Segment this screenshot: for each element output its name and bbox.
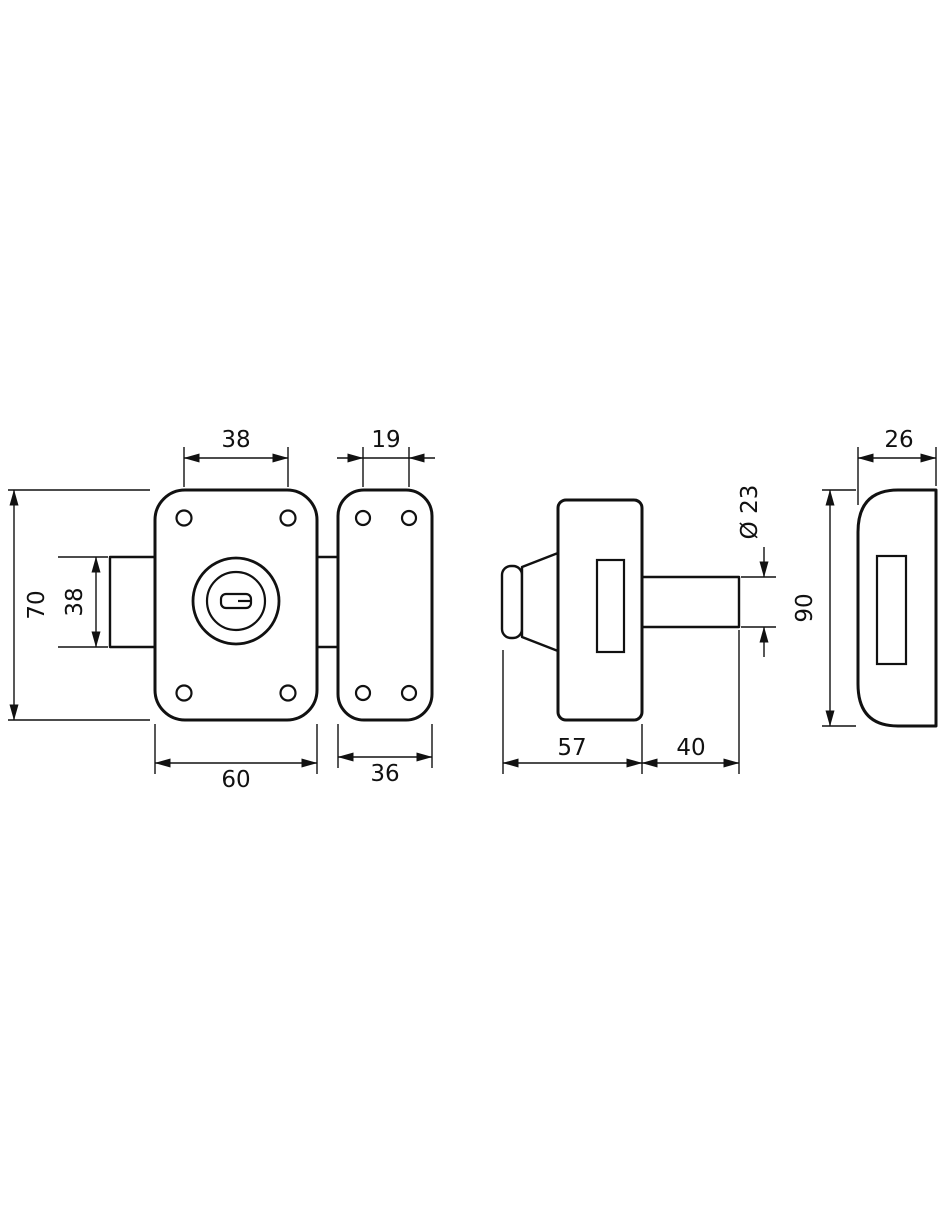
dim-side-body-depth: 57 (502, 650, 643, 774)
screw-hole (354, 684, 372, 702)
dim-profile-height: 90 (792, 489, 856, 727)
screw-hole (175, 684, 193, 702)
screw-hole (400, 684, 418, 702)
dim-label-bolt-height: 38 (62, 587, 88, 616)
dim-profile-thickness: 26 (857, 427, 937, 505)
dim-cylinder-length: 40 (641, 630, 740, 774)
strike-plate-outline (336, 488, 434, 722)
screw-hole (175, 509, 193, 527)
screw-hole (279, 684, 297, 702)
side-view (500, 498, 741, 722)
dim-strike-hole-spacing: 19 (337, 427, 435, 487)
profile-view (856, 488, 938, 728)
dim-strike-width: 36 (337, 724, 433, 787)
dim-label-cylinder-length: 40 (676, 735, 705, 761)
knob-taper (520, 551, 560, 653)
knob-cap (500, 564, 524, 640)
dim-label-profile-thickness: 26 (884, 427, 913, 453)
strike-plate-view (336, 488, 434, 722)
bolt-connector (313, 555, 342, 649)
dim-label-side-body-depth: 57 (557, 735, 586, 761)
dim-label-profile-height: 90 (792, 593, 818, 622)
dim-label-strike-hole-spacing: 19 (371, 427, 400, 453)
front-view (108, 488, 342, 722)
profile-outline (856, 488, 938, 728)
dim-cylinder-diameter: Ø 23 (737, 485, 776, 657)
cylinder-inner-ring (205, 570, 267, 632)
screw-hole (279, 509, 297, 527)
dim-label-body-width: 60 (221, 767, 250, 793)
dim-bolt-height: 38 (58, 556, 108, 648)
dim-body-width: 60 (154, 724, 318, 793)
dim-label-strike-width: 36 (370, 761, 399, 787)
dim-front-hole-spacing: 38 (183, 427, 289, 487)
dim-label-cylinder-diameter: Ø 23 (737, 485, 763, 540)
screw-hole (354, 509, 372, 527)
dim-body-height: 70 (8, 489, 150, 721)
screw-hole (400, 509, 418, 527)
side-body-outline (556, 498, 644, 722)
bolt-left (108, 555, 159, 649)
profile-slot (875, 554, 908, 666)
dim-label-hole-spacing: 38 (221, 427, 250, 453)
cylinder-shaft (640, 575, 741, 629)
side-body-slot (595, 558, 626, 654)
keyway-slot (219, 592, 253, 610)
dim-label-body-height: 70 (24, 590, 50, 619)
